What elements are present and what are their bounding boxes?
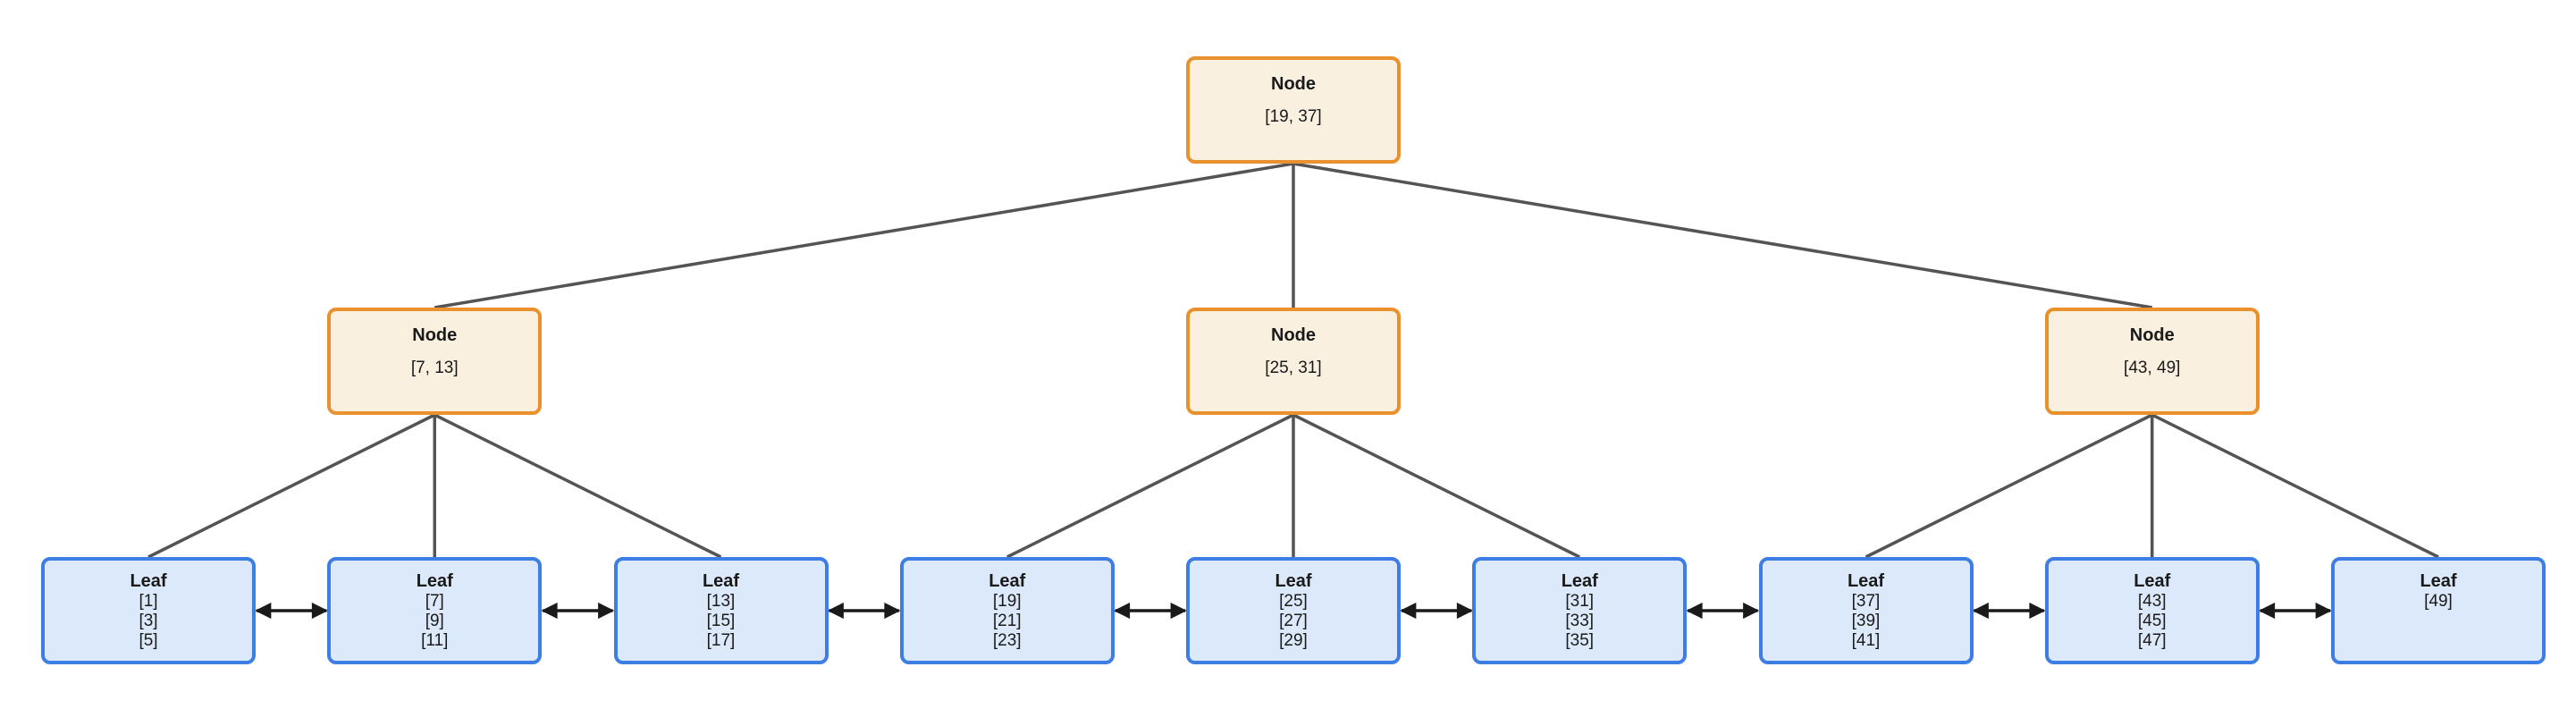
leaf-title: Leaf bbox=[1847, 571, 1885, 591]
leaf-value: [7] bbox=[425, 592, 444, 611]
internal-node: Node [25, 31] bbox=[1186, 308, 1401, 415]
node-title: Node bbox=[2129, 325, 2175, 345]
leaf-value: [27] bbox=[1279, 612, 1308, 630]
leaf-title: Leaf bbox=[416, 571, 453, 591]
leaf-value: [37] bbox=[1851, 592, 1881, 611]
leaf-value: [9] bbox=[425, 612, 444, 630]
leaf-value: [45] bbox=[2137, 612, 2167, 630]
leaf-value: [29] bbox=[1279, 631, 1308, 650]
leaf-value: [49] bbox=[2424, 592, 2453, 611]
leaf-title: Leaf bbox=[130, 571, 167, 591]
leaf-node: Leaf[37][39][41] bbox=[1758, 557, 1974, 664]
tree-edge bbox=[1292, 162, 2153, 309]
leaf-value: [1] bbox=[139, 592, 158, 611]
tree-edge bbox=[1292, 413, 1581, 559]
tree-edges bbox=[147, 162, 2439, 559]
internal-node: Node [7, 13] bbox=[327, 308, 543, 415]
leaf-value: [25] bbox=[1279, 592, 1308, 611]
leaf-value: [23] bbox=[992, 631, 1022, 650]
leaf-value: [47] bbox=[2137, 631, 2167, 650]
tree-edge bbox=[1865, 413, 2153, 559]
tree-edge bbox=[434, 413, 722, 559]
leaf-node: Leaf[25][27][29] bbox=[1186, 557, 1401, 664]
node-title: Node bbox=[1271, 74, 1316, 94]
leaf-value: [39] bbox=[1851, 612, 1881, 630]
leaf-node: Leaf[13][15][17] bbox=[613, 557, 829, 664]
leaf-value: [5] bbox=[139, 631, 158, 650]
leaf-node: Leaf[43][45][47] bbox=[2044, 557, 2260, 664]
tree-edge bbox=[1006, 413, 1294, 559]
leaf-title: Leaf bbox=[2134, 571, 2171, 591]
node-title: Node bbox=[1271, 325, 1316, 345]
leaf-title: Leaf bbox=[702, 571, 740, 591]
leaf-title: Leaf bbox=[989, 571, 1026, 591]
leaf-value: [15] bbox=[706, 612, 736, 630]
leaf-value: [11] bbox=[421, 631, 449, 650]
leaf-node: Leaf[1][3][5] bbox=[41, 557, 256, 664]
leaf-value: [21] bbox=[992, 612, 1022, 630]
leaf-node: Leaf[19][21][23] bbox=[899, 557, 1115, 664]
leaf-value: [31] bbox=[1565, 592, 1595, 611]
internal-node: Node [43, 49] bbox=[2044, 308, 2260, 415]
leaf-title: Leaf bbox=[2420, 571, 2457, 591]
tree-edge bbox=[434, 162, 1294, 309]
leaf-node: Leaf[31][33][35] bbox=[1472, 557, 1688, 664]
leaf-value: [13] bbox=[706, 592, 736, 611]
leaf-value: [33] bbox=[1565, 612, 1595, 630]
tree-edge bbox=[147, 413, 436, 559]
leaf-value: [19] bbox=[992, 592, 1022, 611]
leaf-title: Leaf bbox=[1561, 571, 1598, 591]
node-keys: [7, 13] bbox=[410, 359, 459, 377]
leaf-node: Leaf[7][9][11] bbox=[327, 557, 543, 664]
leaf-value: [43] bbox=[2137, 592, 2167, 611]
leaf-title: Leaf bbox=[1275, 571, 1312, 591]
node-keys: [19, 37] bbox=[1265, 107, 1322, 126]
node-keys: [25, 31] bbox=[1265, 359, 1322, 377]
node-keys: [43, 49] bbox=[2124, 359, 2181, 377]
leaf-value: [3] bbox=[139, 612, 158, 630]
leaf-value: [41] bbox=[1851, 631, 1881, 650]
tree-edge bbox=[2151, 413, 2439, 559]
leaf-value: [17] bbox=[706, 631, 736, 650]
leaf-value: [35] bbox=[1565, 631, 1595, 650]
node-title: Node bbox=[412, 325, 458, 345]
leaf-node: Leaf[49] bbox=[2331, 557, 2546, 664]
root-node: Node [19, 37] bbox=[1186, 56, 1401, 164]
